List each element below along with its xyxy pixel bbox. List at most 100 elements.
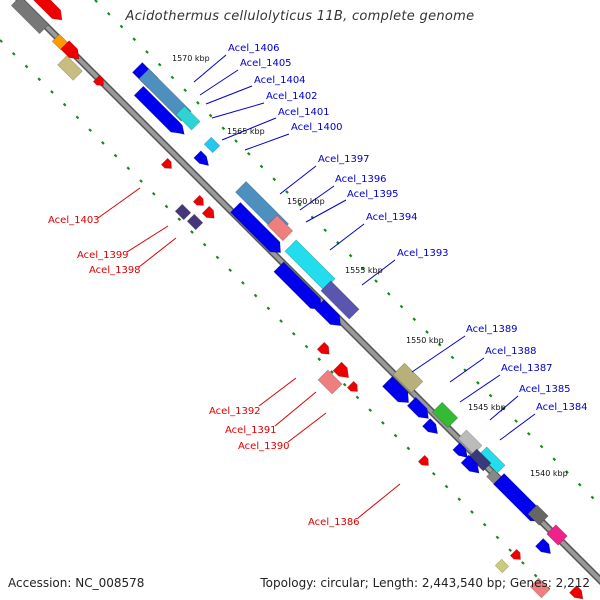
dot-line [94, 0, 600, 506]
gene-block[interactable] [569, 585, 587, 600]
gene-block[interactable] [527, 504, 549, 526]
gene-block[interactable] [535, 538, 554, 557]
kbp-tick-label: 1550 kbp [406, 336, 444, 345]
gene-block[interactable] [509, 548, 523, 562]
gene-block[interactable] [314, 299, 345, 330]
label-connector [499, 413, 536, 441]
gene-features[interactable] [10, 0, 587, 600]
label-connector [299, 185, 335, 211]
reverse-gene-label[interactable]: Acel_1398 [89, 265, 141, 276]
reverse-gene-label[interactable]: Acel_1386 [308, 517, 360, 528]
gene-block[interactable] [175, 105, 201, 131]
gene-block[interactable] [478, 446, 506, 474]
gene-block[interactable] [57, 55, 83, 81]
kbp-tick-label: 1545 kbp [468, 403, 506, 412]
gene-block[interactable] [201, 205, 218, 222]
label-connector [459, 374, 501, 403]
label-connector [357, 483, 401, 519]
gene-block[interactable] [546, 524, 568, 546]
label-connector [126, 225, 169, 253]
forward-gene-label[interactable]: Acel_1402 [266, 91, 318, 102]
gene-block[interactable] [203, 136, 221, 154]
label-connector [489, 395, 519, 421]
gene-block[interactable] [60, 40, 84, 64]
kbp-tick-label: 1570 kbp [172, 54, 210, 63]
forward-gene-label[interactable]: Acel_1388 [485, 346, 537, 357]
forward-gene-label[interactable]: Acel_1396 [335, 174, 387, 185]
reverse-gene-label[interactable]: Acel_1403 [48, 215, 100, 226]
label-connector [411, 335, 466, 373]
label-connector [449, 357, 485, 383]
reverse-gene-label[interactable]: Acel_1390 [238, 441, 290, 452]
forward-gene-label[interactable]: Acel_1393 [397, 248, 449, 259]
gene-block[interactable] [174, 203, 192, 221]
gene-block[interactable] [422, 418, 441, 437]
gene-block[interactable] [468, 448, 492, 472]
forward-gene-label[interactable]: Acel_1394 [366, 212, 418, 223]
label-connector [258, 377, 297, 407]
dot-line [0, 39, 561, 600]
forward-gene-label[interactable]: Acel_1404 [254, 75, 306, 86]
forward-gene-label[interactable]: Acel_1384 [536, 402, 588, 413]
kbp-tick-label: 1560 kbp [287, 197, 325, 206]
gene-block[interactable] [92, 74, 106, 88]
label-connector [193, 54, 227, 83]
label-connector [138, 237, 177, 268]
gene-labels[interactable]: Acel_1406Acel_1405Acel_1404Acel_1402Acel… [48, 43, 588, 528]
label-connectors [97, 54, 536, 519]
gene-block[interactable] [452, 442, 471, 461]
forward-gene-label[interactable]: Acel_1395 [347, 189, 399, 200]
gene-block[interactable] [193, 150, 212, 169]
forward-gene-label[interactable]: Acel_1406 [228, 43, 280, 54]
gene-block[interactable] [346, 380, 360, 394]
gene-block[interactable] [133, 85, 186, 138]
topology-label: Topology: circular; Length: 2,443,540 bp… [260, 576, 590, 590]
label-connector [244, 133, 290, 151]
gene-block[interactable] [167, 117, 188, 138]
gene-block[interactable] [332, 361, 353, 382]
gene-block[interactable] [192, 194, 206, 208]
reverse-gene-label[interactable]: Acel_1399 [77, 250, 129, 261]
gene-block[interactable] [10, 0, 50, 35]
label-connector [274, 391, 317, 427]
gene-block[interactable] [529, 577, 551, 599]
forward-gene-label[interactable]: Acel_1401 [278, 107, 330, 118]
gene-block[interactable] [33, 0, 67, 24]
forward-gene-label[interactable]: Acel_1405 [240, 58, 292, 69]
gene-block[interactable] [460, 454, 483, 477]
gene-block[interactable] [316, 341, 333, 358]
label-connector [329, 223, 365, 251]
gene-block[interactable] [431, 401, 459, 429]
gene-block[interactable] [320, 280, 360, 320]
gene-block[interactable] [417, 454, 431, 468]
reverse-gene-label[interactable]: Acel_1391 [225, 425, 277, 436]
label-connector [305, 199, 347, 223]
gene-block[interactable] [160, 157, 174, 171]
label-connector [361, 259, 396, 286]
gene-block[interactable] [138, 68, 192, 122]
accession-label: Accession: NC_008578 [8, 576, 145, 590]
gene-block[interactable] [406, 396, 432, 422]
gene-block[interactable] [382, 376, 413, 407]
label-connector [97, 187, 141, 219]
gene-block[interactable] [494, 558, 510, 574]
gene-block[interactable] [317, 369, 343, 395]
forward-gene-label[interactable]: Acel_1400 [291, 122, 343, 133]
gene-block[interactable] [392, 362, 424, 394]
gene-block[interactable] [51, 33, 69, 51]
forward-gene-label[interactable]: Acel_1387 [501, 363, 553, 374]
gene-block[interactable] [229, 201, 285, 257]
forward-gene-label[interactable]: Acel_1385 [519, 384, 571, 395]
kbp-tick-label: 1565 kbp [227, 127, 265, 136]
map-title: Acidothermus cellulolyticus 11B, complet… [125, 9, 475, 24]
label-connector [205, 85, 253, 105]
forward-gene-label[interactable]: Acel_1397 [318, 154, 370, 165]
gene-block[interactable] [186, 213, 204, 231]
label-connector [221, 117, 277, 141]
forward-gene-label[interactable]: Acel_1389 [466, 324, 518, 335]
gene-block[interactable] [266, 214, 294, 242]
reverse-gene-label[interactable]: Acel_1392 [209, 406, 261, 417]
